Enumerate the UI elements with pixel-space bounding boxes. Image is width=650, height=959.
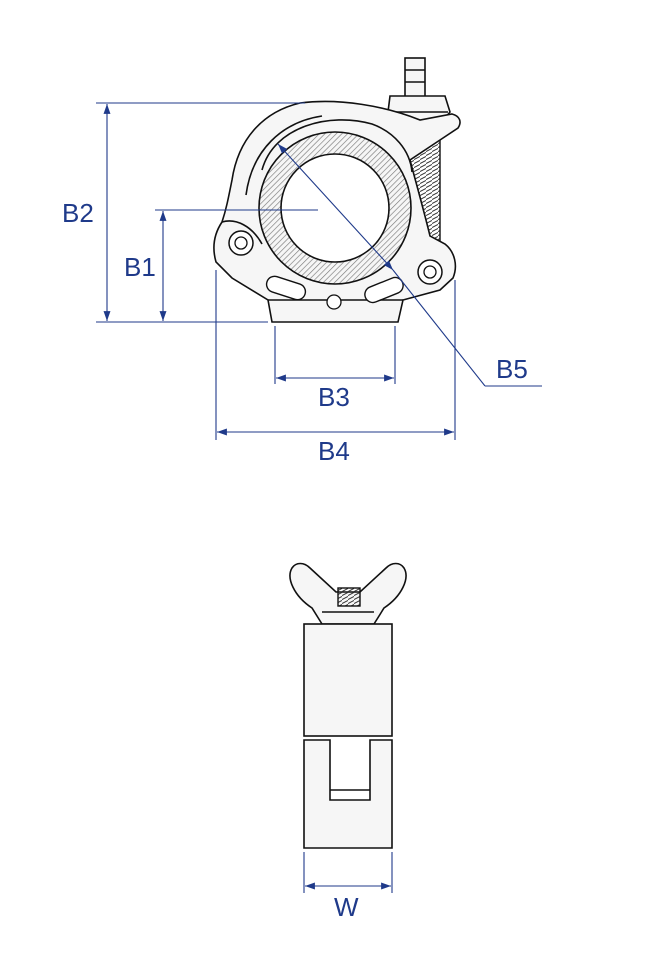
side-view-dimensions [96,102,542,440]
label-b3: B3 [318,382,350,412]
center-hole [326,294,342,310]
pipe-bore [280,153,390,263]
wing-nut-top [404,57,426,99]
upper-block [303,623,393,737]
b5-dimension-line [277,143,394,271]
label-b2: B2 [62,198,94,228]
label-b4: B4 [318,436,350,466]
bolt-stub [337,587,361,607]
front-view [289,562,407,849]
side-view [213,57,461,323]
label-b5: B5 [496,354,528,384]
left-slot [265,275,307,301]
label-w: W [334,892,359,922]
label-b1: B1 [124,252,156,282]
front-view-dimensions [303,852,393,893]
lower-u-block [303,739,393,849]
